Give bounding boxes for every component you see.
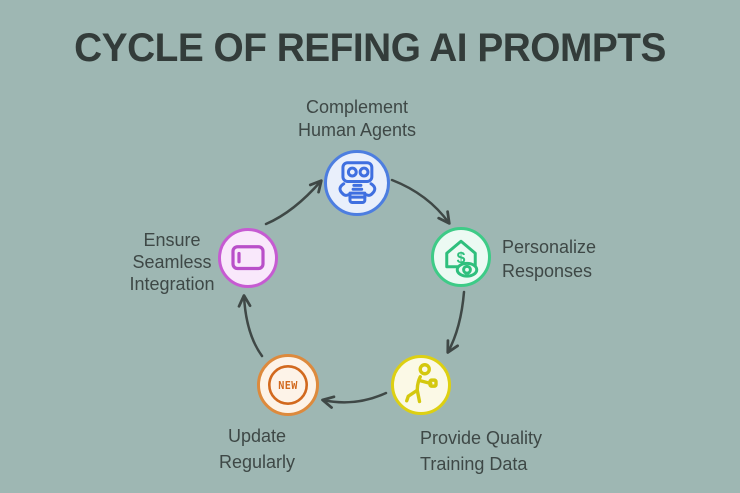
label-complement-human-agents: Complement Human Agents: [297, 97, 417, 140]
label-personalize-responses: Personalize Responses: [502, 237, 597, 281]
new-badge-text: NEW: [278, 381, 298, 392]
new-badge-icon: NEW: [262, 359, 314, 411]
label-provide-quality-training-data: Provide Quality Training Data: [420, 428, 543, 474]
battery-icon: [224, 234, 272, 282]
node-update-regularly: NEW: [257, 354, 319, 416]
node-provide-quality-training-data: [391, 355, 451, 415]
label-update-regularly: Update Regularly: [218, 426, 296, 472]
page-title: CYCLE OF REFING AI PROMPTS: [74, 26, 666, 70]
node-personalize-responses: $: [431, 227, 491, 287]
arrow-integration-to-complement: [264, 179, 323, 226]
node-complement-human-agents: [324, 150, 390, 216]
label-ensure-seamless-integration: Ensure Seamless Integration: [129, 230, 215, 294]
arrow-personalize-to-training: [446, 290, 466, 354]
boxing-person-icon: [397, 361, 445, 409]
arrow-training-to-update: [321, 391, 388, 409]
arrow-complement-to-personalize: [390, 178, 451, 225]
robot-icon: [332, 158, 382, 208]
dollar-sign: $: [457, 250, 466, 267]
arrow-update-to-integration: [237, 294, 264, 358]
house-dollar-eye-icon: $: [437, 233, 485, 281]
node-ensure-seamless-integration: [218, 228, 278, 288]
